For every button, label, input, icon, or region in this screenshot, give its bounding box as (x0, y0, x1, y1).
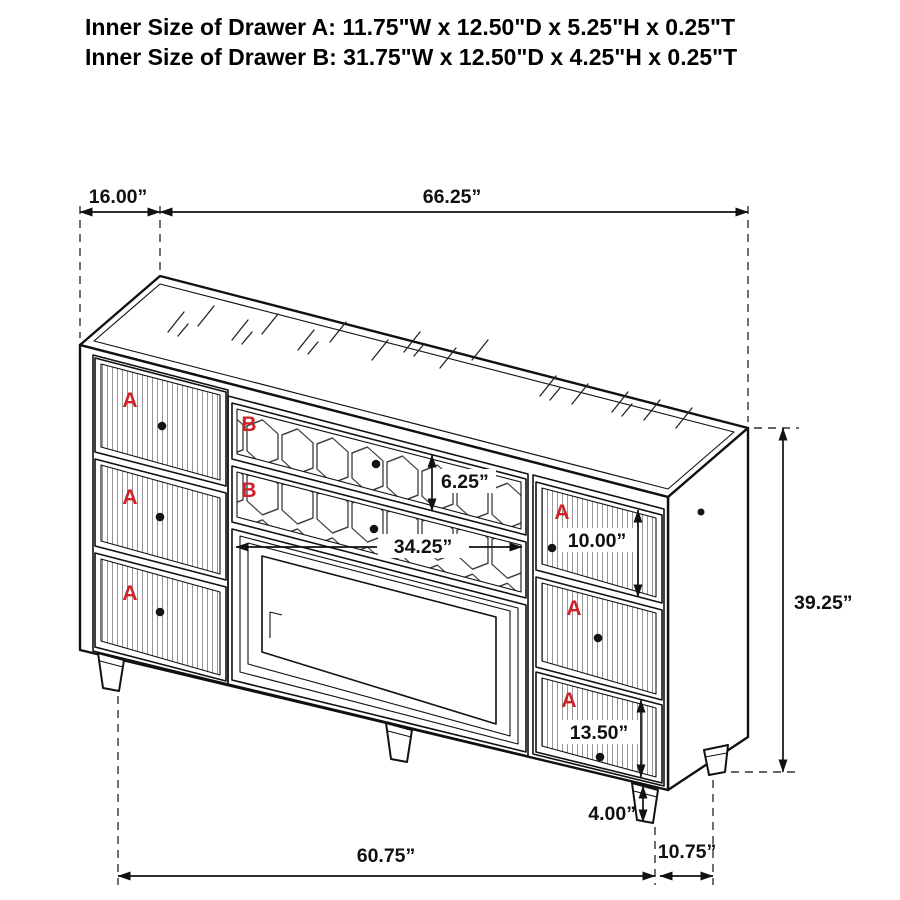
foot-front-left (97, 652, 125, 692)
drawer-letters: A A A B B A A A (122, 389, 581, 712)
dim-label-top-width: 66.25” (423, 186, 482, 208)
drawer-a-left-3 (94, 552, 227, 682)
label-background (558, 528, 638, 552)
drawer-knob (157, 421, 167, 431)
drawer-knob (595, 752, 605, 762)
drawer-a-label: A (122, 389, 137, 412)
drawer-a-left-2 (94, 458, 227, 581)
bottom-panel-glass (261, 555, 497, 725)
drawer-knob (371, 459, 381, 469)
bottom-panel-mid-frame (239, 535, 519, 745)
drawer-b-label: B (241, 413, 256, 436)
drawer-a-label: A (566, 597, 581, 620)
drawer-b-2 (231, 465, 527, 599)
dim-label-right-top-drawer: 10.00” (568, 530, 627, 552)
bottom-panel-inner-frame (247, 542, 511, 737)
side-panel-hole (697, 508, 705, 516)
dim-label-foot-height: 4.00” (588, 803, 636, 825)
drawer-a-right-1 (535, 481, 663, 604)
bottom-panel-outer-frame (231, 528, 527, 753)
foot-front-middle (385, 722, 413, 763)
drawer-b-1-front (236, 408, 522, 530)
drawer-a-label: A (122, 582, 137, 605)
dim-label-drawer-b-height: 6.25” (441, 471, 489, 493)
middle-column (227, 395, 529, 757)
dim-label-overall-height: 39.25” (794, 592, 853, 614)
glass-reflection-mark (269, 611, 283, 638)
dimension-annotations: 16.00” 66.25” 6.25” 34.25” 10.00” 39.25”… (79, 186, 853, 881)
wood-grain-marks (167, 305, 693, 429)
header-drawer-a-size: Inner Size of Drawer A: 11.75"W x 12.50"… (85, 14, 735, 40)
dim-label-bottom-width: 60.75” (357, 845, 416, 867)
foot-back-right-cap (704, 752, 728, 758)
drawer-knob (155, 607, 165, 617)
drawer-knob (155, 512, 165, 522)
drawer-b-label: B (241, 479, 256, 502)
right-column-frame (532, 474, 665, 787)
drawer-a-right-2 (535, 576, 663, 701)
drawer-a-left-3-front (100, 558, 221, 676)
foot-back-right (703, 744, 729, 776)
drawer-b-1 (231, 402, 527, 536)
cabinet-body (78, 274, 750, 792)
dim-label-top-depth: 16.00” (89, 186, 148, 208)
label-background (436, 469, 496, 493)
dim-label-right-bottom-drawer: 13.50” (570, 722, 629, 744)
drawer-knob (593, 633, 603, 643)
header-drawer-b-size: Inner Size of Drawer B: 31.75"W x 12.50"… (85, 44, 737, 70)
dim-label-drawer-b-width: 34.25” (394, 536, 453, 558)
cabinet-front-face (78, 343, 670, 792)
drawer-knob (547, 543, 557, 553)
dim-label-bottom-depth: 10.75” (658, 841, 717, 863)
drawer-a-label: A (122, 486, 137, 509)
label-background (378, 534, 470, 558)
foot-front-middle-cap (387, 730, 412, 738)
drawer-a-label: A (561, 689, 576, 712)
drawer-knob (369, 524, 379, 534)
label-background (560, 720, 640, 744)
middle-column-frame (227, 395, 529, 757)
drawer-a-label: A (554, 501, 569, 524)
drawer-a-right-3 (535, 671, 663, 784)
foot-front-left-cap (99, 660, 124, 668)
left-drawer-column (92, 354, 229, 685)
drawer-b-2-front (236, 471, 522, 593)
cabinet-top-inner-edge (93, 283, 735, 490)
drawer-a-left-1 (94, 357, 227, 487)
